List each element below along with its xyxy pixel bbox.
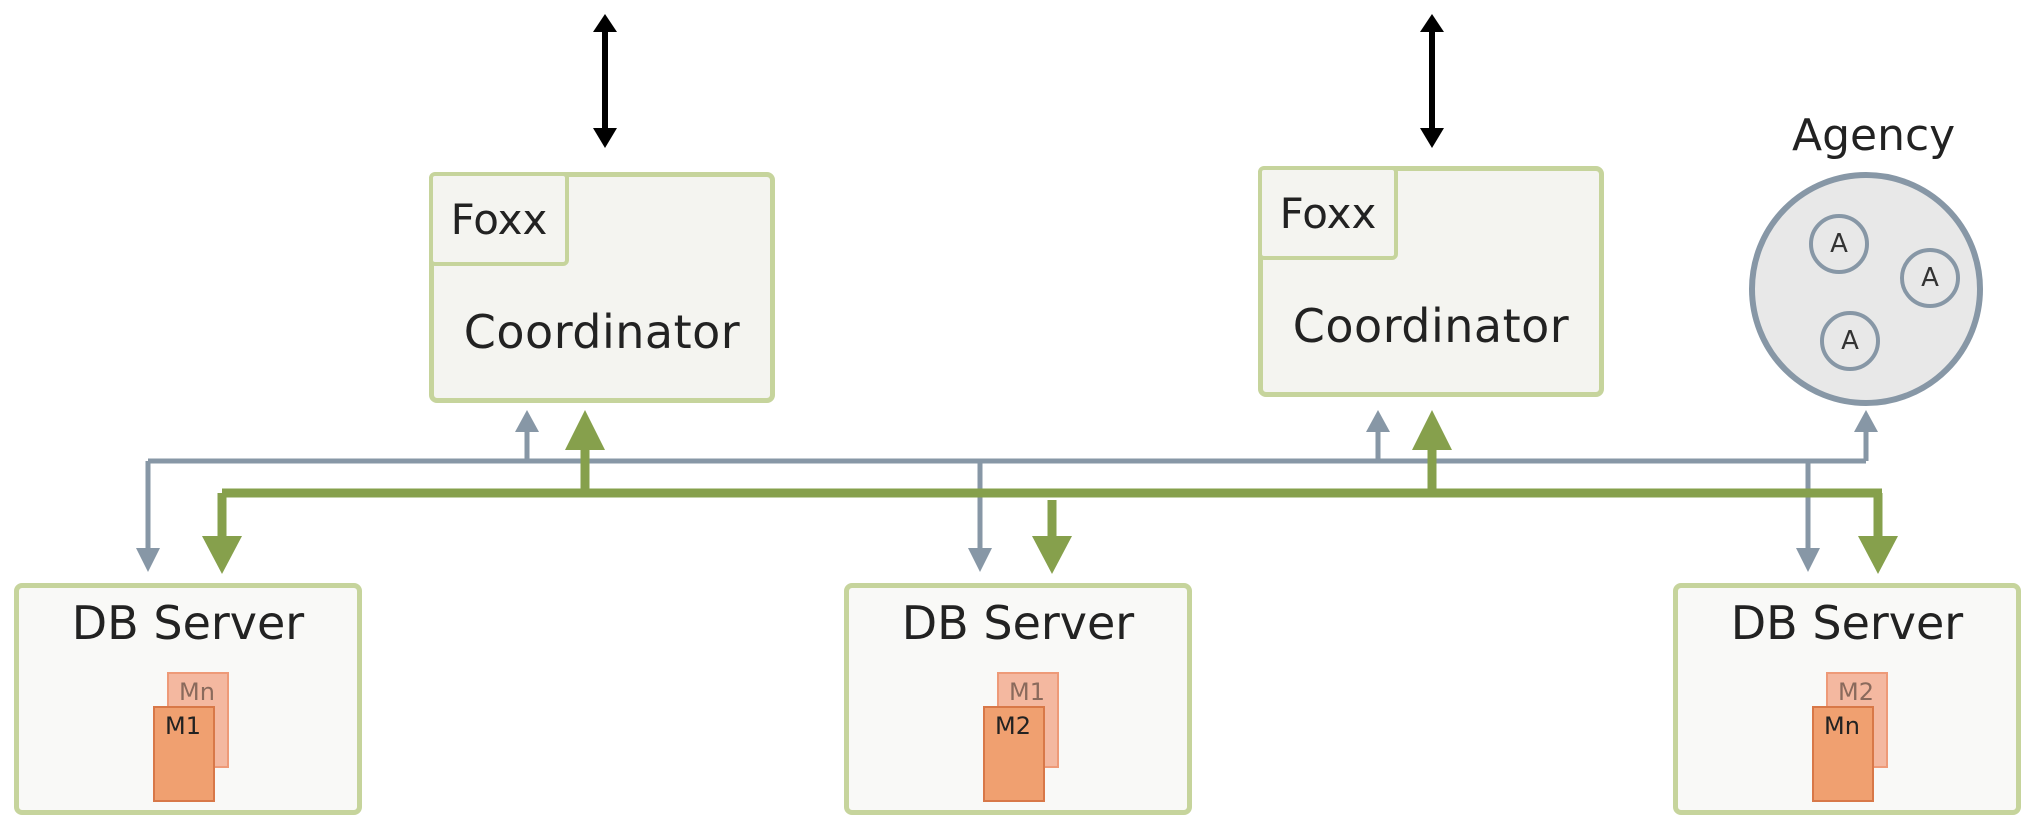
- db-server-box: DB Server Mn M1: [14, 583, 362, 815]
- agent-node: A: [1820, 311, 1880, 371]
- coordinator-label: Coordinator: [1292, 299, 1570, 353]
- agency-label: Agency: [1792, 110, 1956, 161]
- shard-front: Mn: [1812, 706, 1874, 802]
- control-bus: [136, 410, 1878, 572]
- db-server-label: DB Server: [1730, 596, 1964, 650]
- foxx-label: Foxx: [429, 172, 569, 266]
- shard-front: M2: [983, 706, 1045, 802]
- coordinator-label: Coordinator: [463, 305, 741, 359]
- client-arrow-2: [1420, 14, 1444, 148]
- db-server-box: DB Server M1 M2: [844, 583, 1192, 815]
- data-bus: [202, 410, 1898, 574]
- agent-node: A: [1900, 248, 1960, 308]
- agency-circle: A A A: [1749, 172, 1983, 406]
- agent-node: A: [1809, 214, 1869, 274]
- db-server-label: DB Server: [71, 596, 305, 650]
- db-server-box: DB Server M2 Mn: [1673, 583, 2021, 815]
- coordinator-box: Foxx Coordinator: [429, 172, 775, 403]
- db-server-label: DB Server: [901, 596, 1135, 650]
- coordinator-box: Foxx Coordinator: [1258, 166, 1604, 397]
- shard-front: M1: [153, 706, 215, 802]
- foxx-label: Foxx: [1258, 166, 1398, 260]
- client-arrow-1: [593, 14, 617, 148]
